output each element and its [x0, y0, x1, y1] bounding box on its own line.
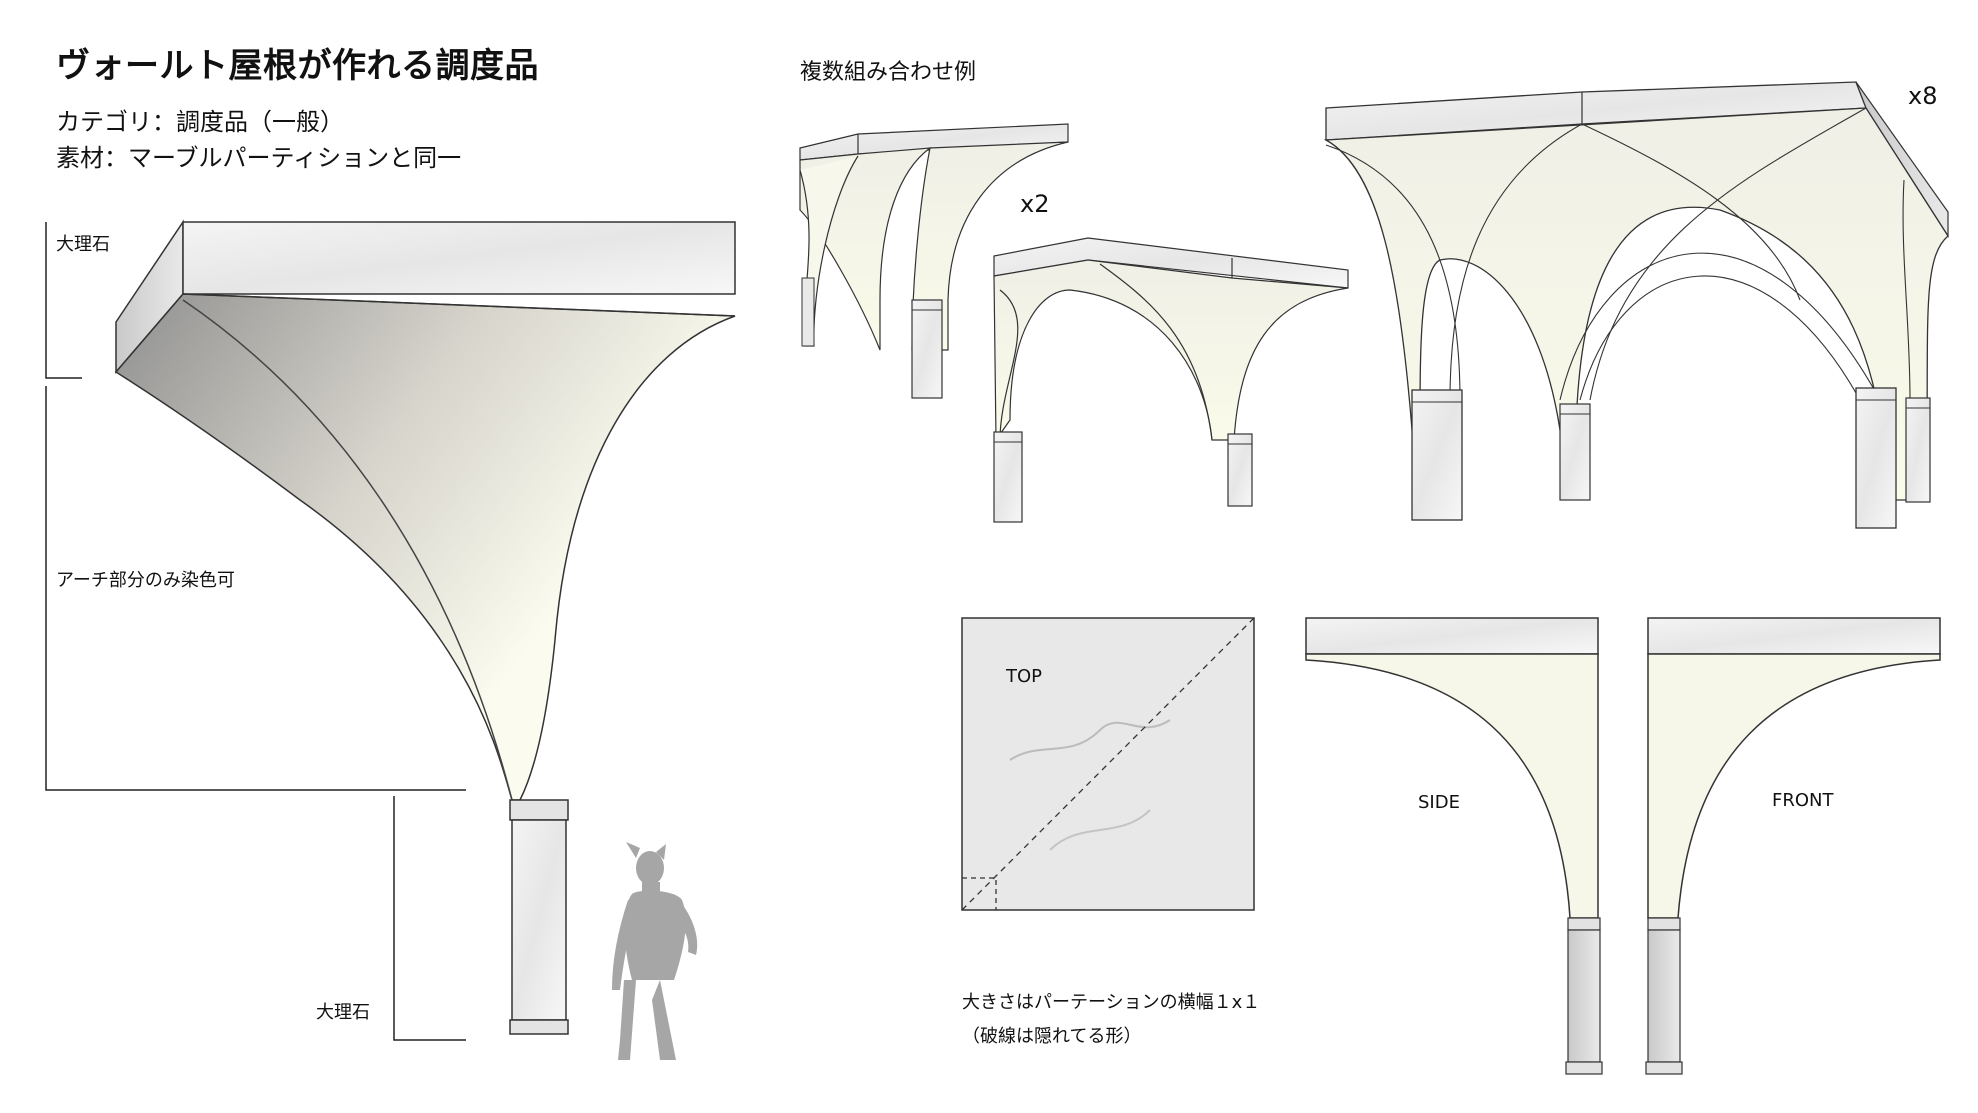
material-text: 素材：マーブルパーティションと同一	[56, 144, 462, 172]
hidden-corner	[962, 877, 997, 910]
label-top-marble: 大理石	[56, 234, 110, 255]
label-brackets	[45, 222, 466, 1041]
front-view	[1645, 617, 1941, 1075]
top-view	[961, 617, 1255, 911]
dashed-note: （破線は隠れてる形）	[962, 1026, 1142, 1047]
combo-example-b	[993, 237, 1349, 523]
category-text: カテゴリ：調度品（一般）	[56, 108, 344, 136]
view-label-front: FRONT	[1772, 790, 1834, 811]
human-silhouette	[612, 842, 698, 1060]
combo-heading: 複数組み合わせ例	[800, 60, 977, 85]
label-bottom-marble: 大理石	[316, 1002, 370, 1023]
multiplier-x2: x2	[1020, 190, 1050, 218]
page-title: ヴォールト屋根が作れる調度品	[56, 46, 539, 86]
main-vault-piece	[114, 219, 736, 1035]
combo-example-a	[799, 123, 1069, 399]
view-label-top: TOP	[1006, 666, 1043, 687]
view-label-side: SIDE	[1418, 792, 1460, 813]
combo-example-x8	[1323, 81, 1949, 529]
label-dyeable-arch: アーチ部分のみ染色可	[56, 570, 235, 591]
multiplier-x8: x8	[1908, 82, 1938, 110]
side-view	[1305, 617, 1603, 1075]
size-note: 大きさはパーテーションの横幅１x１	[962, 992, 1261, 1013]
hidden-diagonal	[961, 617, 1255, 911]
